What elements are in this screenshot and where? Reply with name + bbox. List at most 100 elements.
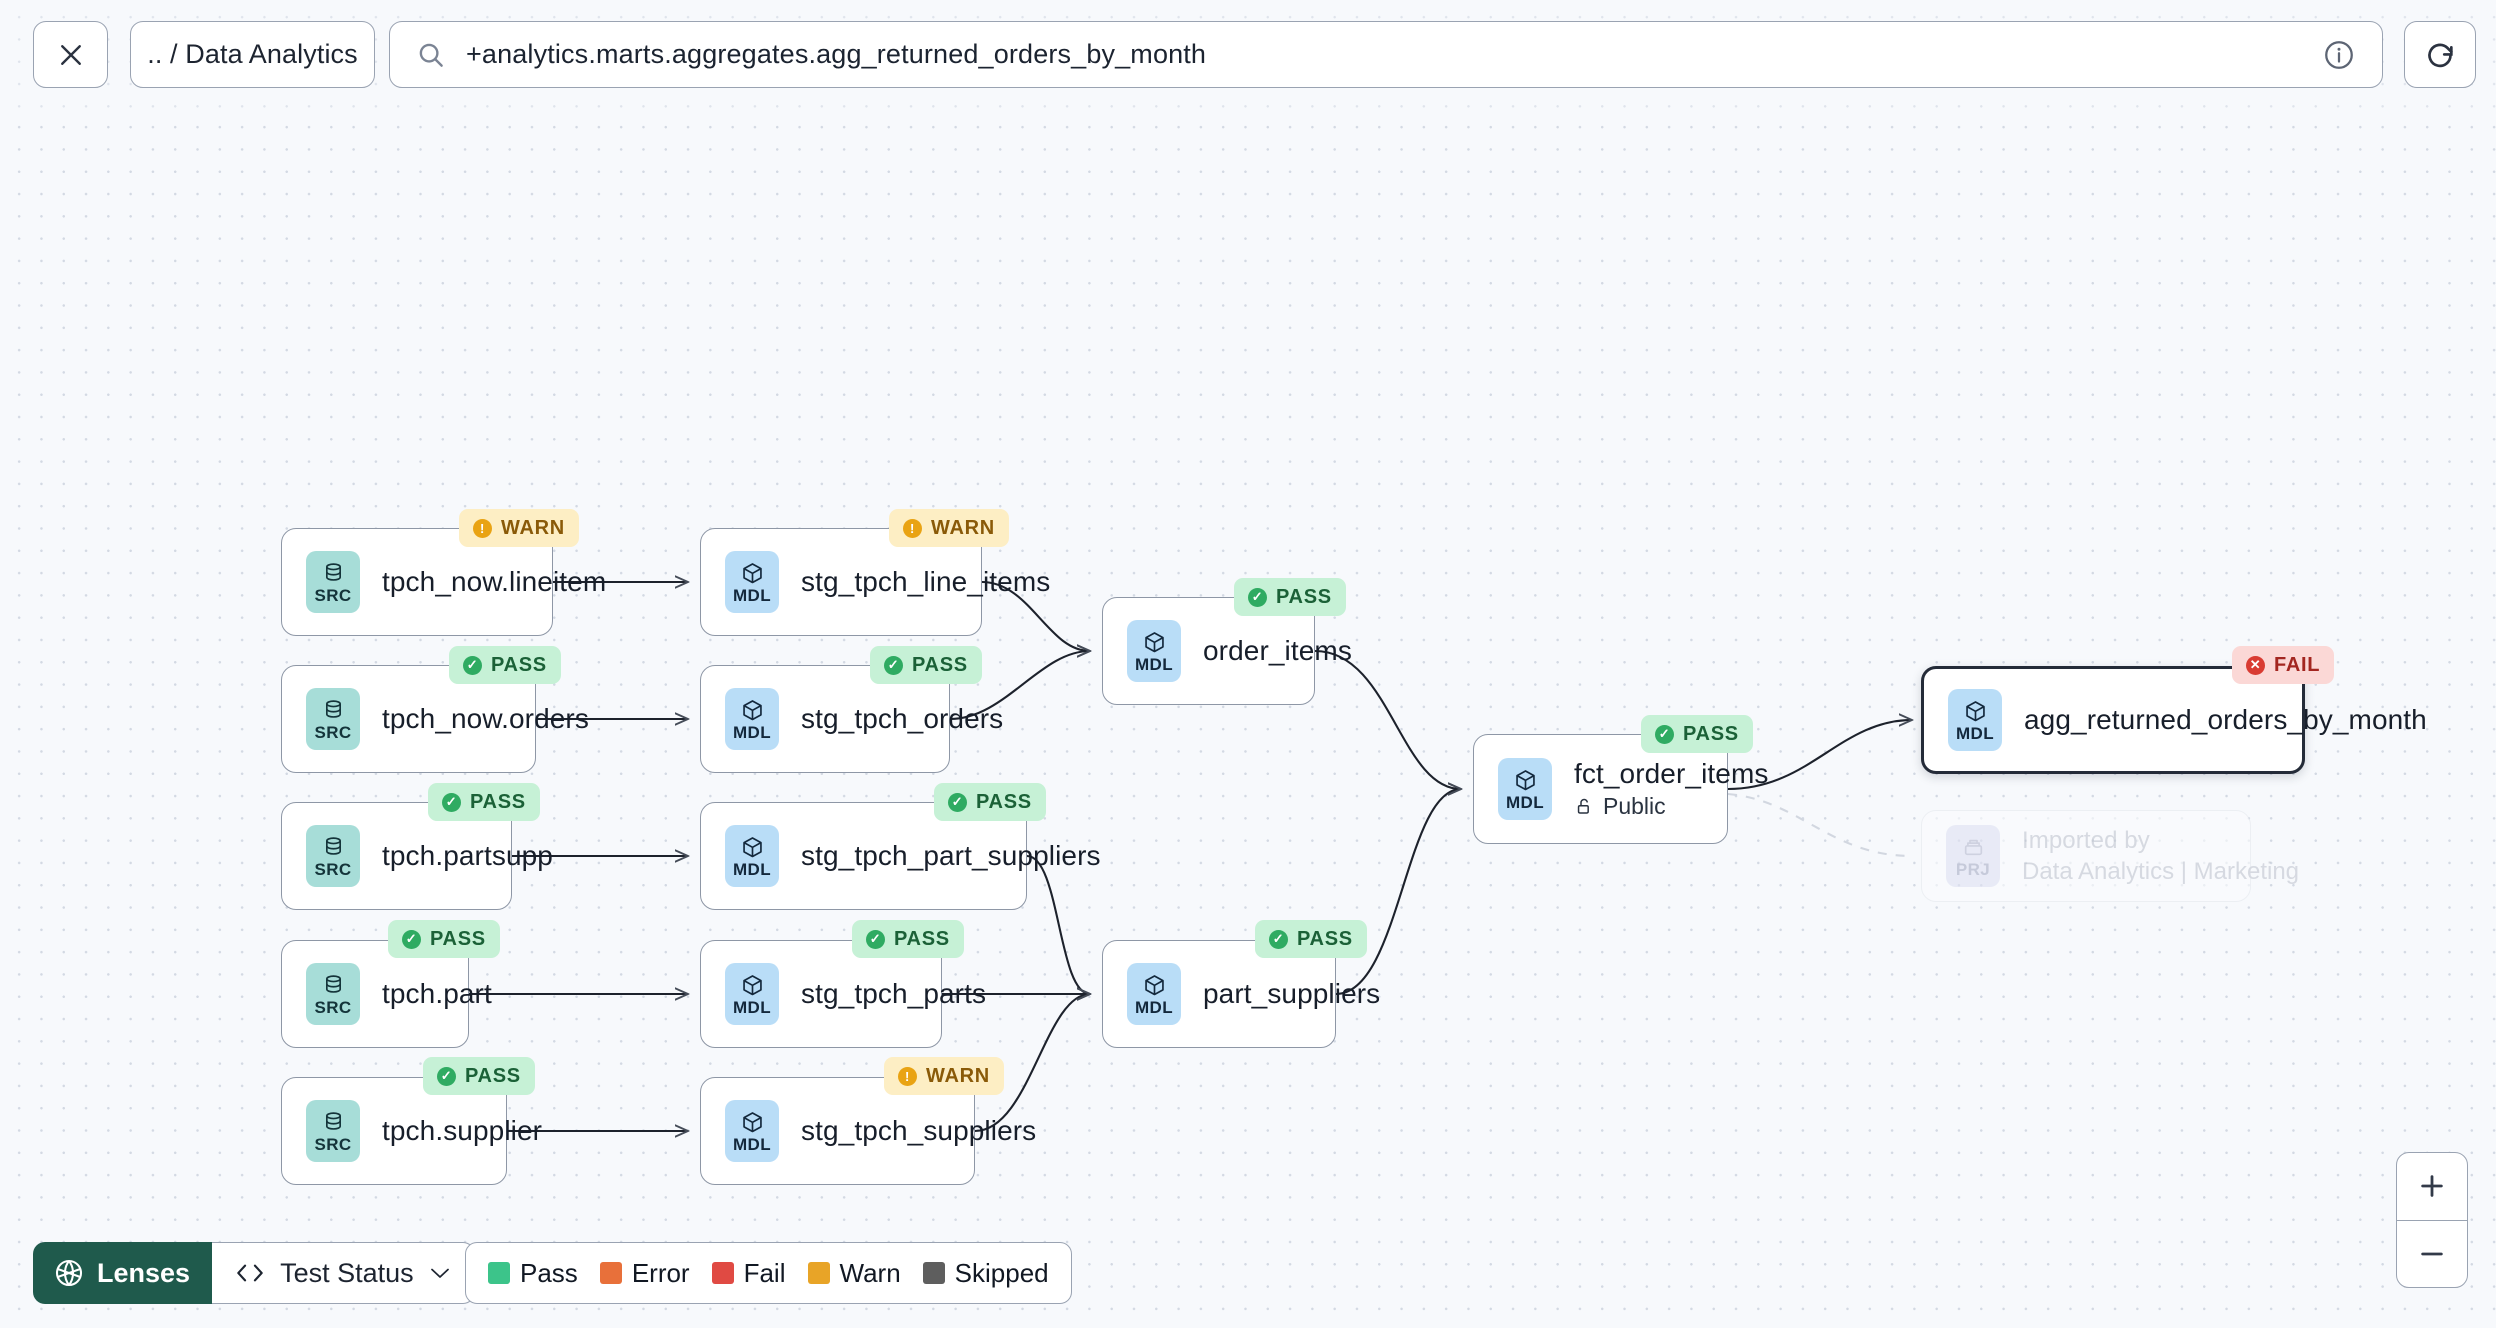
graph-node-agg_returned_orders_by_month[interactable]: MDL agg_returned_orders_by_month <box>1921 666 2427 774</box>
node-label: agg_returned_orders_by_month <box>2024 704 2427 735</box>
node-label: tpch.partsupp <box>382 840 553 871</box>
node-label: tpch_now.orders <box>382 703 589 734</box>
legend-label: Warn <box>839 1257 901 1288</box>
node-label: stg_tpch_orders <box>801 703 1004 734</box>
graph-node-part_suppliers[interactable]: MDL part_suppliers <box>1102 940 1380 1048</box>
status-badge-stg_tpch_line_items[interactable]: !WARN <box>889 509 1009 547</box>
plus-icon <box>2421 1175 2443 1197</box>
mdl-type-icon: MDL <box>725 963 779 1025</box>
node-label: stg_tpch_part_suppliers <box>801 840 1101 871</box>
src-type-icon: SRC <box>306 1100 360 1162</box>
status-badge-stg_tpch_parts[interactable]: ✓ PASS <box>852 920 964 958</box>
minus-icon <box>2421 1252 2443 1256</box>
status-dot-icon: ✓ <box>437 1066 456 1086</box>
node-label: stg_tpch_line_items <box>801 566 1051 597</box>
legend-swatch-icon <box>807 1262 830 1284</box>
status-dot-icon: ! <box>473 518 492 538</box>
graph-node-stg_tpch_suppliers[interactable]: MDL stg_tpch_suppliers <box>700 1077 1036 1185</box>
status-label: PASS <box>465 1064 521 1087</box>
status-badge-tpch_partsupp[interactable]: ✓PASS <box>428 783 540 821</box>
status-dot-icon: ! <box>903 518 922 538</box>
code-icon <box>234 1260 266 1286</box>
zoom-controls <box>2396 1152 2468 1288</box>
status-label: PASS <box>1276 585 1332 608</box>
test-status-dropdown[interactable]: Test Status <box>212 1242 475 1304</box>
status-badge-tpch_supplier[interactable]: ✓ PASS <box>423 1057 535 1095</box>
node-label: Imported by <box>2022 826 2150 854</box>
status-label: PASS <box>1683 722 1739 745</box>
info-icon[interactable] <box>2322 38 2356 72</box>
status-label: PASS <box>1297 927 1353 950</box>
status-label: PASS <box>470 790 526 813</box>
node-label: stg_tpch_suppliers <box>801 1115 1037 1146</box>
status-badge-stg_tpch_part_suppliers[interactable]: ✓PASS <box>934 783 1046 821</box>
legend-item-pass[interactable]: Pass <box>488 1258 578 1289</box>
breadcrumb-label: .. / Data Analytics <box>147 39 358 69</box>
status-badge-tpch_part[interactable]: ✓ PASS <box>388 920 500 958</box>
legend-swatch-icon <box>488 1262 510 1284</box>
legend-item-warn[interactable]: Warn <box>807 1257 901 1289</box>
status-badge-tpch_now_orders[interactable]: ✓ PASS <box>449 646 561 684</box>
legend-item-skipped[interactable]: Skipped <box>922 1258 1049 1289</box>
test-status-label: Test Status <box>280 1257 414 1288</box>
status-badge-stg_tpch_orders[interactable]: ✓PASS <box>870 646 982 684</box>
status-badge-agg_returned_orders_by_month[interactable]: ✕FAIL <box>2232 646 2335 684</box>
close-button[interactable] <box>33 21 108 88</box>
search-icon <box>416 40 446 70</box>
status-label: PASS <box>976 790 1032 813</box>
status-label: PASS <box>894 927 950 950</box>
graph-node-stg_tpch_line_items[interactable]: MDL stg_tpch_line_items <box>700 528 1050 636</box>
node-label: part_suppliers <box>1203 978 1381 1009</box>
refresh-button[interactable] <box>2404 21 2476 88</box>
mdl-type-icon: MDL <box>1948 689 2002 751</box>
status-badge-stg_tpch_suppliers[interactable]: !WARN <box>884 1057 1004 1095</box>
status-badge-fct_order_items[interactable]: ✓PASS <box>1641 715 1753 753</box>
mdl-type-icon: MDL <box>1127 620 1181 682</box>
node-label: stg_tpch_parts <box>801 978 987 1009</box>
legend-label: Error <box>631 1257 690 1288</box>
status-badge-tpch_now_lineitem[interactable]: !WARN <box>459 509 579 547</box>
src-type-icon: SRC <box>306 825 360 887</box>
status-label: WARN <box>926 1064 990 1087</box>
status-dot-icon: ✓ <box>402 929 421 949</box>
node-label: tpch.part <box>382 978 492 1009</box>
status-label: PASS <box>430 927 486 950</box>
top-toolbar: .. / Data Analytics +analytics.marts.agg… <box>0 0 2496 110</box>
src-type-icon: SRC <box>306 551 360 613</box>
search-input[interactable]: +analytics.marts.aggregates.agg_returned… <box>389 21 2383 88</box>
graph-node-stg_tpch_parts[interactable]: MDL stg_tpch_parts <box>700 940 986 1048</box>
legend-swatch-icon <box>599 1262 622 1284</box>
status-label: FAIL <box>2274 653 2321 676</box>
mdl-type-icon: MDL <box>1127 963 1181 1025</box>
mdl-type-icon: MDL <box>725 825 779 887</box>
graph-node-order_items[interactable]: MDL order_items <box>1102 597 1352 705</box>
status-badge-order_items[interactable]: ✓PASS <box>1234 578 1346 616</box>
status-dot-icon: ✓ <box>884 655 903 675</box>
search-value: +analytics.marts.aggregates.agg_returned… <box>466 39 1207 69</box>
mdl-type-icon: MDL <box>725 551 779 613</box>
mdl-type-icon: MDL <box>725 688 779 750</box>
status-dot-icon: ✓ <box>463 655 482 675</box>
mdl-type-icon: MDL <box>725 1100 779 1162</box>
zoom-in-button[interactable] <box>2397 1153 2467 1221</box>
close-icon <box>60 44 81 65</box>
status-dot-icon: ✓ <box>866 929 885 949</box>
status-badge-part_suppliers[interactable]: ✓PASS <box>1255 920 1367 958</box>
node-label: order_items <box>1203 635 1352 666</box>
zoom-out-button[interactable] <box>2397 1221 2467 1288</box>
refresh-icon <box>2428 43 2453 67</box>
legend-item-fail[interactable]: Fail <box>711 1258 786 1289</box>
node-label: fct_order_items <box>1574 758 1769 789</box>
lineage-edges <box>469 110 2496 1328</box>
status-label: PASS <box>491 653 547 676</box>
src-type-icon: SRC <box>306 688 360 750</box>
aperture-icon <box>53 1257 85 1289</box>
breadcrumb[interactable]: .. / Data Analytics <box>130 21 375 88</box>
legend-item-error[interactable]: Error <box>599 1257 690 1289</box>
legend-label: Pass <box>520 1257 578 1288</box>
lenses-button[interactable]: Lenses <box>33 1242 213 1304</box>
